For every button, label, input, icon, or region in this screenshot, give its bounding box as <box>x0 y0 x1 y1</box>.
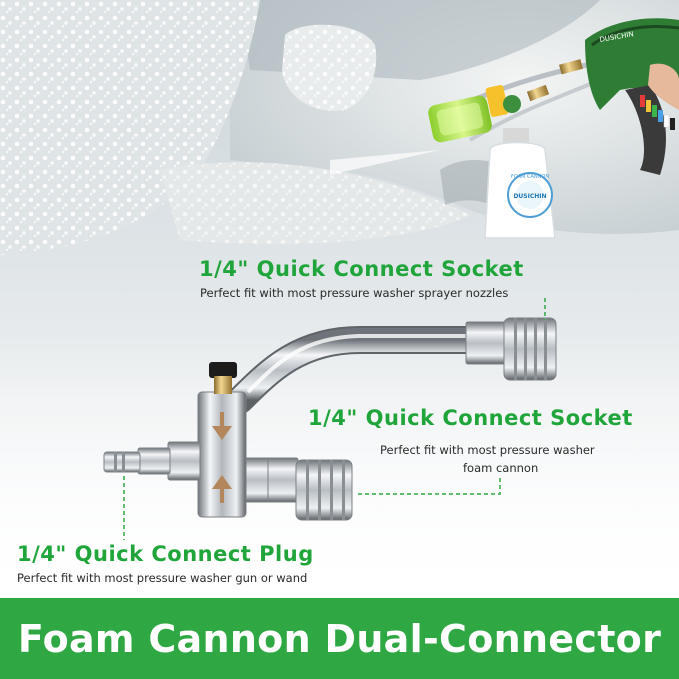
top-socket-title: 1/4" Quick Connect Socket <box>199 257 524 281</box>
mid-socket-title: 1/4" Quick Connect Socket <box>308 406 633 430</box>
bottle-ring-text: FOAM CANNON <box>511 174 549 180</box>
bottle-center-text: DUSICHIN <box>513 193 546 200</box>
callout-lines <box>123 298 546 540</box>
plug-title: 1/4" Quick Connect Plug <box>17 542 314 566</box>
banner-title: Foam Cannon Dual-Connector <box>17 616 662 661</box>
title-banner: Foam Cannon Dual-Connector <box>0 598 679 679</box>
foam-cannon-gun-photo: DUSICHIN FOAM CANNON DUSICHIN <box>428 18 679 239</box>
mid-socket-desc-line1: Perfect fit with most pressure washer <box>380 443 595 457</box>
dual-connector-product <box>103 317 557 521</box>
top-socket-desc: Perfect fit with most pressure washer sp… <box>200 286 509 300</box>
callout-line-mid <box>358 476 501 495</box>
mid-socket-desc-line2: foam cannon <box>463 461 539 475</box>
background-photo <box>0 0 679 600</box>
plug-desc: Perfect fit with most pressure washer gu… <box>17 571 308 585</box>
